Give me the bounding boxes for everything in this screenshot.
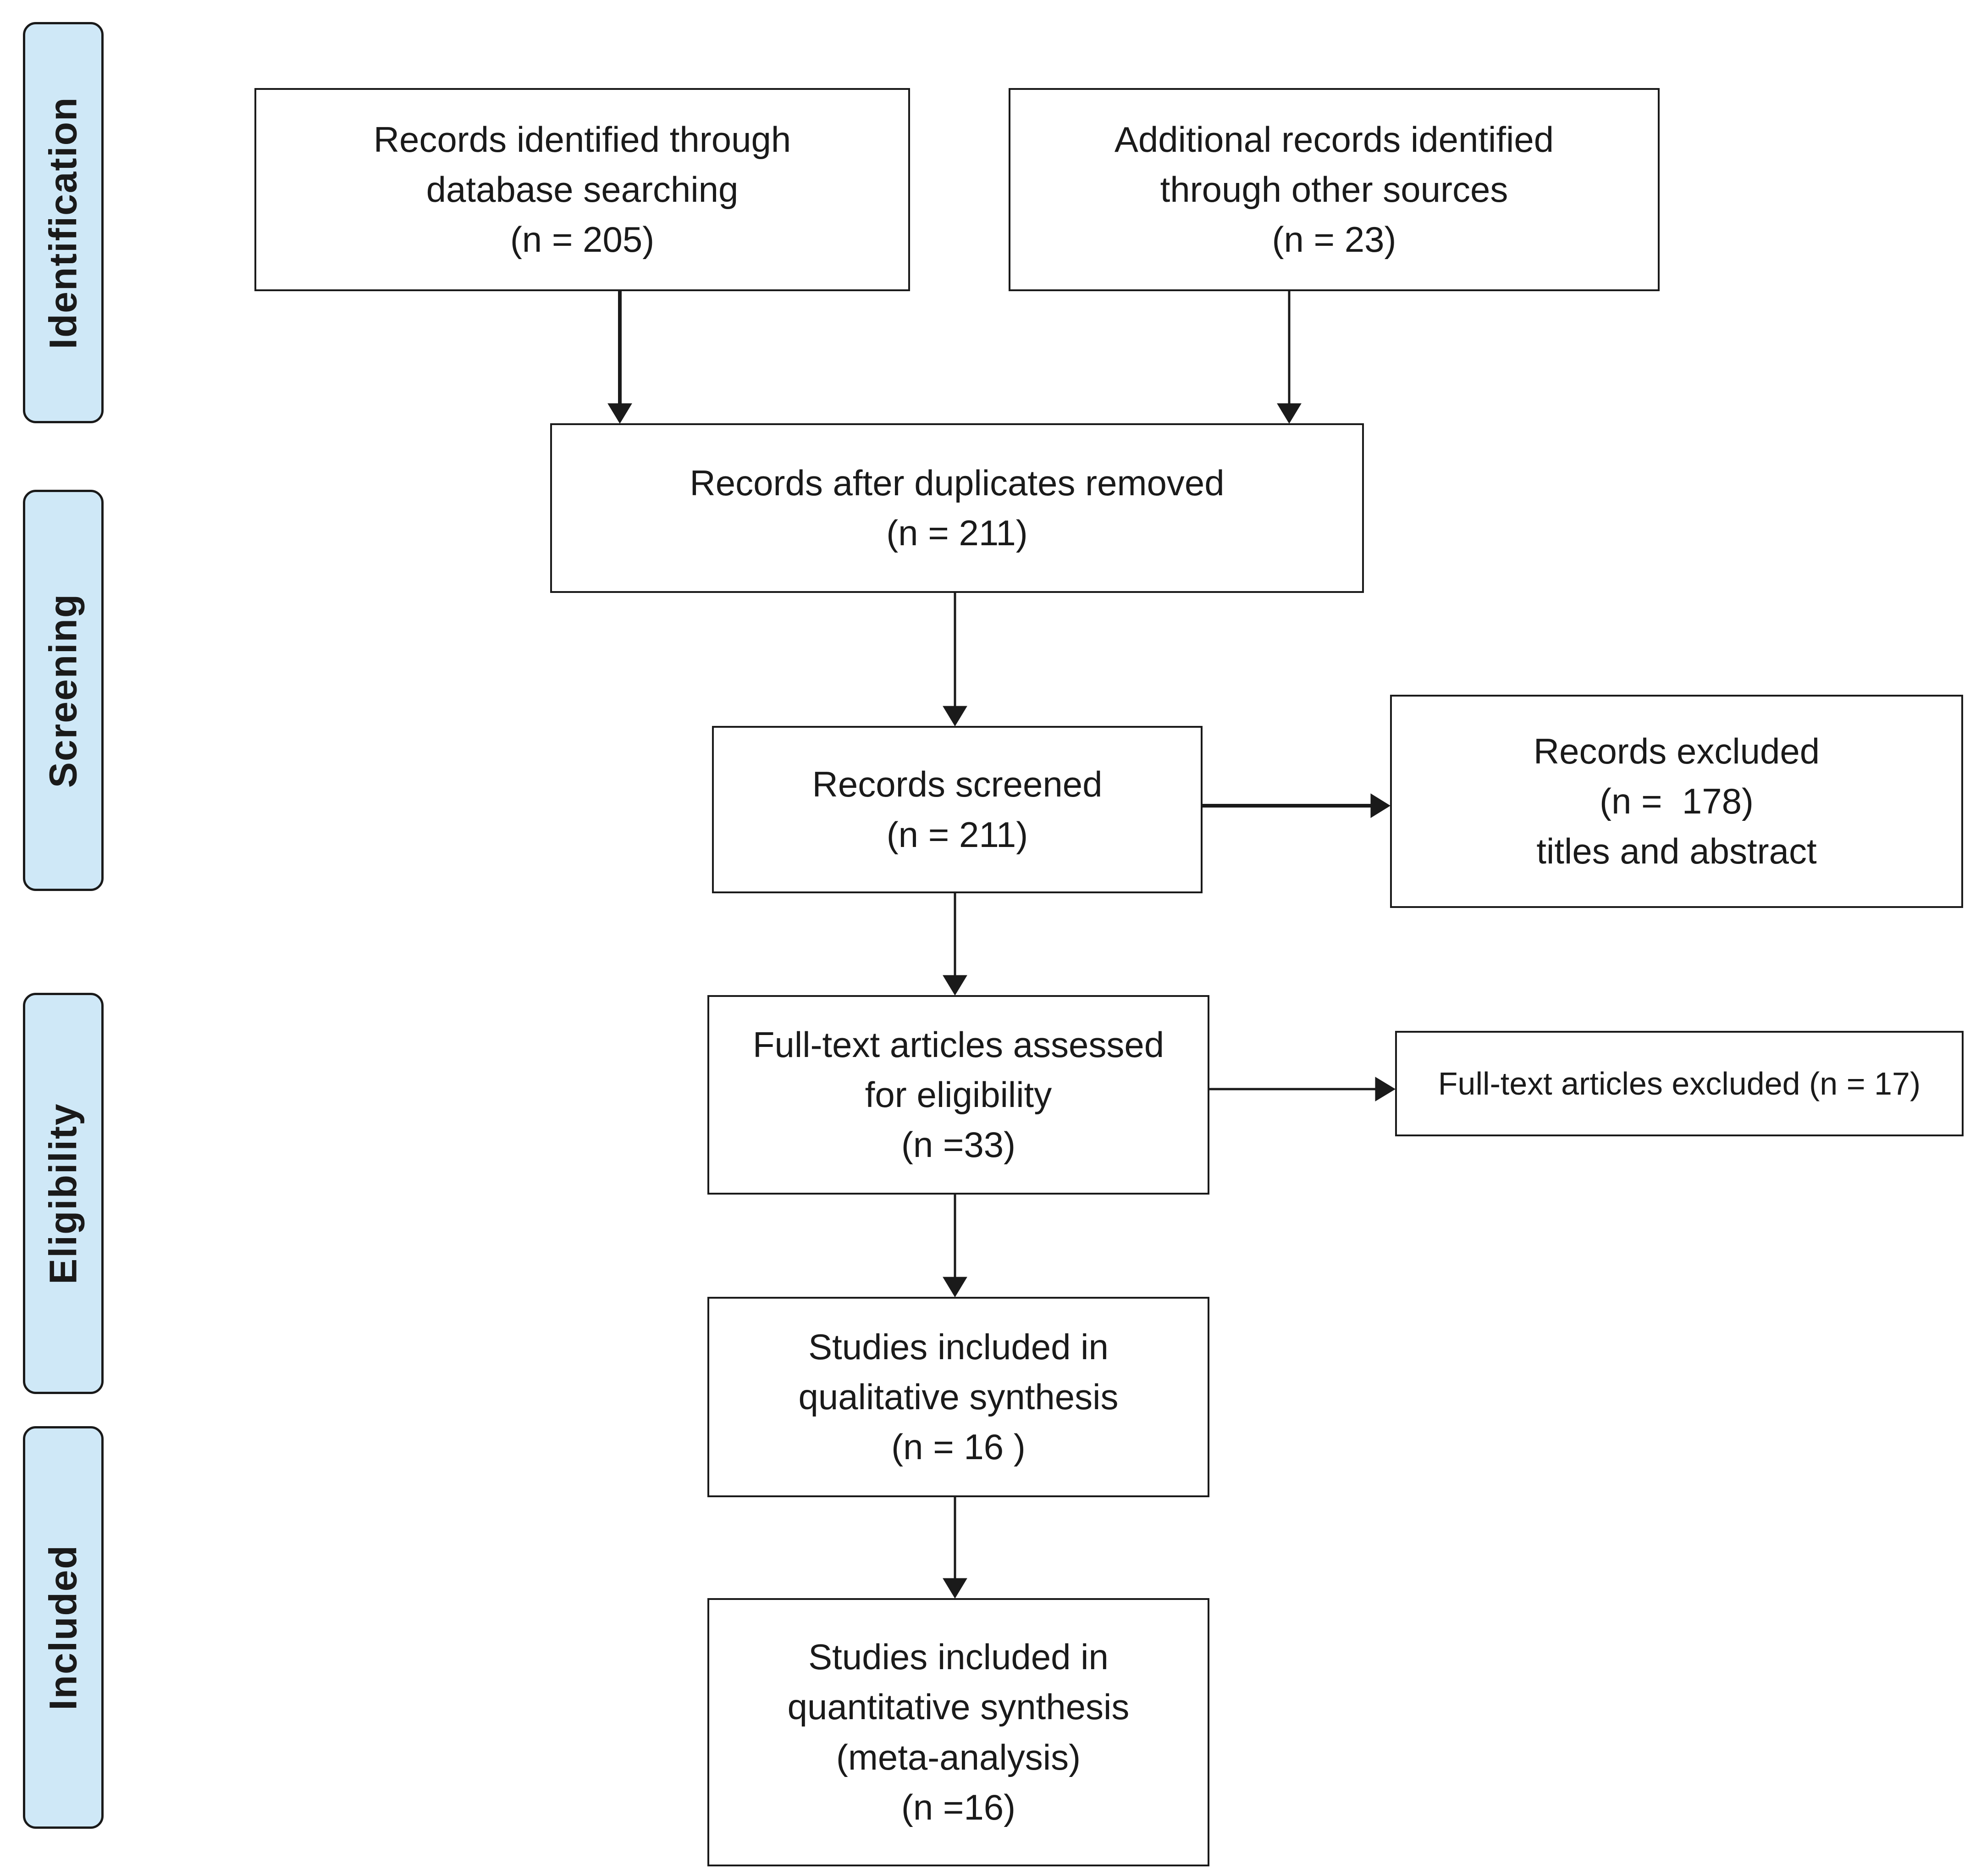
qualitative-synthesis-box: Studies included in qualitative synthesi… — [707, 1297, 1209, 1497]
records-deduplicated-box: Records after duplicates removed (n = 21… — [550, 423, 1364, 593]
records-database-line2: database searching — [426, 169, 739, 210]
records-screened-box: Records screened (n = 211) — [712, 726, 1203, 893]
qualitative-line1: Studies included in — [808, 1326, 1109, 1367]
records-other-line2: through other sources — [1160, 169, 1508, 210]
records-screened-count: (n = 211) — [886, 814, 1028, 855]
quantitative-line1: Studies included in — [808, 1637, 1109, 1677]
phase-eligibility-label: Eligibility — [41, 1102, 85, 1284]
quantitative-line3: (meta-analysis) — [836, 1737, 1081, 1777]
fulltext-assessed-box: Full-text articles assessed for eligibil… — [707, 995, 1209, 1195]
phase-identification-label: Identification — [41, 96, 85, 349]
records-database-count: (n = 205) — [510, 219, 655, 260]
phase-included: Included — [23, 1426, 104, 1829]
fulltext-excluded-line1: Full-text articles excluded (n = 17) — [1438, 1066, 1921, 1101]
records-other-line1: Additional records identified — [1114, 119, 1554, 160]
records-other-count: (n = 23) — [1272, 219, 1396, 260]
fulltext-excluded-box: Full-text articles excluded (n = 17) — [1395, 1031, 1964, 1136]
phase-identification: Identification — [23, 22, 104, 423]
records-dedup-count: (n = 211) — [886, 513, 1028, 553]
arrowhead-screened-to-excluded — [1370, 793, 1391, 818]
phase-included-label: Included — [41, 1544, 85, 1710]
arrowhead-other-to-dedup — [1277, 403, 1302, 424]
fulltext-assessed-count: (n =33) — [901, 1124, 1016, 1165]
quantitative-line2: quantitative synthesis — [787, 1687, 1130, 1727]
quantitative-synthesis-box: Studies included in quantitative synthes… — [707, 1598, 1209, 1866]
arrowhead-db-to-dedup — [607, 403, 632, 424]
arrowhead-fulltext-to-qualitative — [943, 1277, 967, 1297]
records-database-line1: Records identified through — [373, 119, 791, 160]
fulltext-assessed-line1: Full-text articles assessed — [752, 1024, 1164, 1065]
quantitative-count: (n =16) — [901, 1787, 1016, 1827]
arrowhead-qualitative-to-quantitative — [943, 1578, 967, 1599]
records-excluded-box: Records excluded (n = 178) titles and ab… — [1390, 695, 1963, 908]
arrowhead-screened-to-fulltext — [943, 975, 967, 996]
records-excluded-count: (n = 178) — [1599, 780, 1754, 821]
records-dedup-line1: Records after duplicates removed — [690, 462, 1225, 503]
records-database-box: Records identified through database sear… — [254, 88, 910, 291]
phase-screening-label: Screening — [41, 593, 85, 788]
phase-eligibility: Eligibility — [23, 993, 104, 1394]
qualitative-line2: qualitative synthesis — [798, 1376, 1119, 1417]
records-screened-line1: Records screened — [812, 764, 1103, 805]
records-excluded-line3: titles and abstract — [1536, 831, 1817, 872]
fulltext-assessed-line2: for eligibility — [865, 1074, 1052, 1115]
phase-screening: Screening — [23, 490, 104, 891]
qualitative-count: (n = 16 ) — [891, 1427, 1026, 1467]
records-excluded-line1: Records excluded — [1533, 730, 1820, 771]
records-other-sources-box: Additional records identified through ot… — [1009, 88, 1660, 291]
arrowhead-fulltext-to-excluded — [1375, 1077, 1396, 1101]
arrowhead-dedup-to-screened — [943, 706, 967, 726]
